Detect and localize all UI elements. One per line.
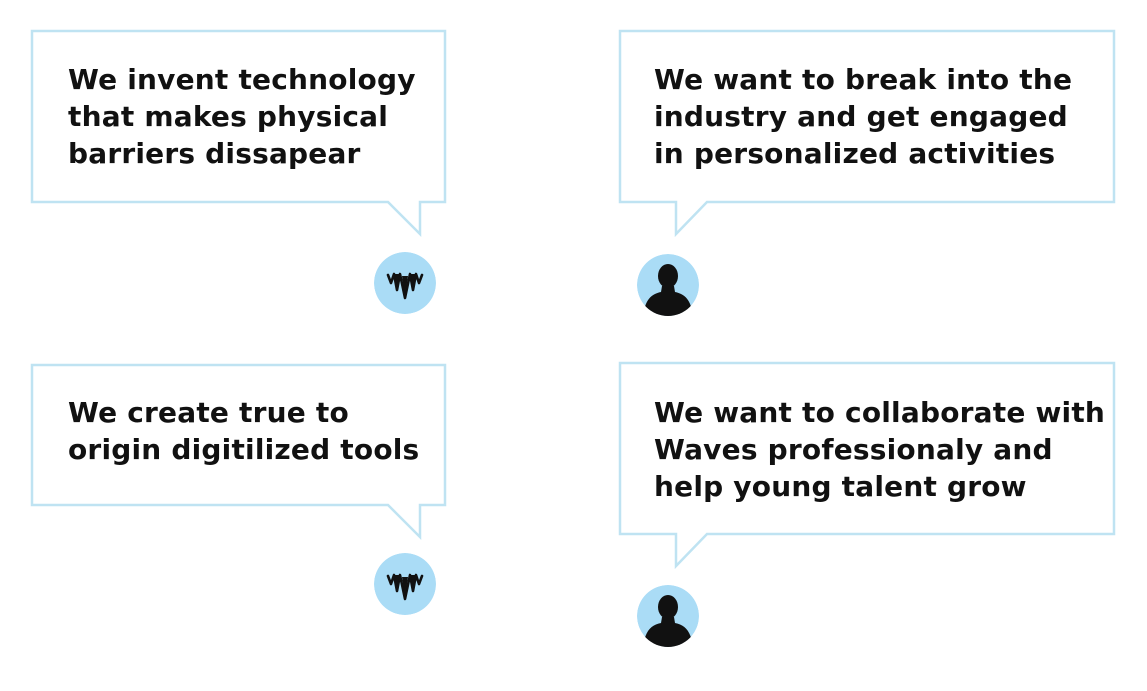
bubble-message: We create true to origin digitilized too… [68,394,419,468]
waves-logo-icon [374,553,436,615]
bubble-line: Waves professionaly and [654,433,1053,466]
waves-avatar [374,252,436,314]
speech-bubble-outline [30,29,447,238]
bubble-line: origin digitilized tools [68,433,420,466]
speech-bubble-waves-2: We create true to origin digitilized too… [30,363,451,624]
bubble-message: We invent technology that makes physical… [68,61,416,172]
bubble-line: industry and get engaged [654,100,1068,133]
speech-bubble-waves-1: We invent technology that makes physical… [30,29,451,320]
bubble-line: We want to collaborate with [654,396,1106,429]
speech-bubble-person-1: We want to break into the industry and g… [618,29,1119,320]
speech-bubble-outline [618,29,1116,238]
bubble-line: help young talent grow [654,470,1027,503]
bubble-line: We invent technology [68,63,416,96]
person-silhouette-icon [637,254,699,316]
bubble-message: We want to break into the industry and g… [654,61,1072,172]
person-avatar [637,254,699,316]
speech-bubble-outline [30,363,447,541]
person-avatar [637,585,699,647]
speech-bubble-person-2: We want to collaborate with Waves profes… [618,361,1119,652]
person-silhouette-icon [637,585,699,647]
speech-bubble-outline [618,361,1116,570]
bubble-message: We want to collaborate with Waves profes… [654,394,1105,505]
waves-logo-icon [374,252,436,314]
bubble-line: in personalized activities [654,137,1056,170]
bubble-line: We create true to [68,396,349,429]
bubble-line: We want to break into the [654,63,1073,96]
waves-avatar [374,553,436,615]
bubble-line: barriers dissapear [68,137,361,170]
bubble-line: that makes physical [68,100,389,133]
